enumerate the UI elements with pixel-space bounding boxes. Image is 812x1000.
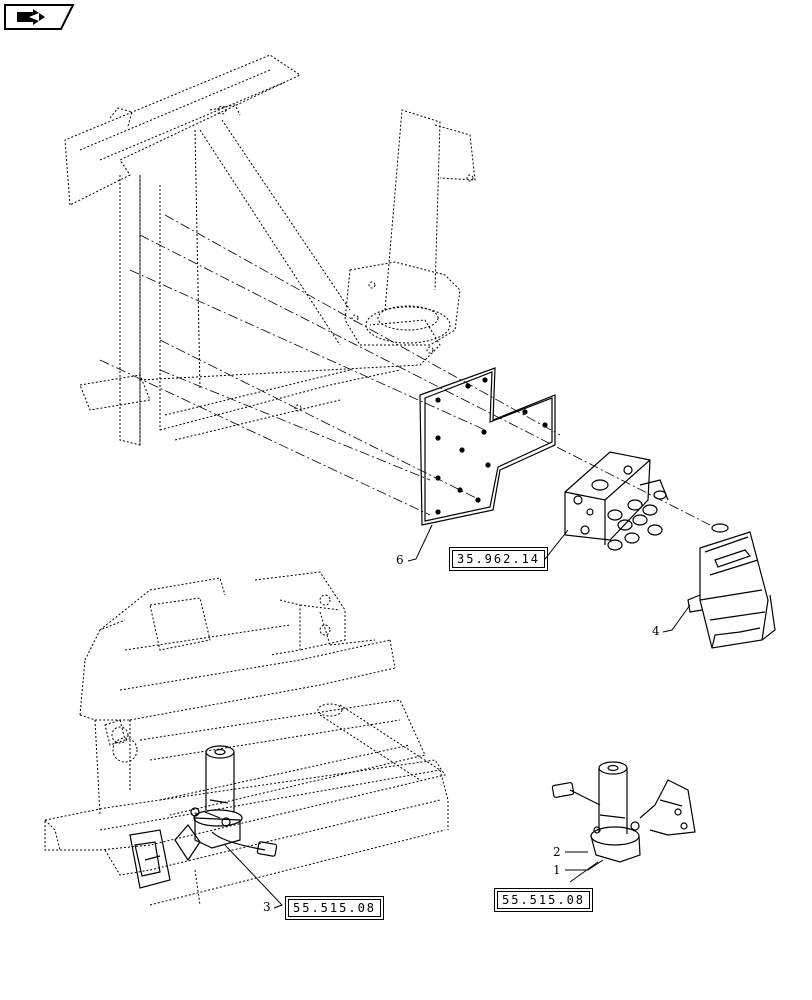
callout-6: 6 xyxy=(396,553,404,567)
forward-page-icon xyxy=(4,4,75,30)
reference-55-515-08-item3[interactable]: 55.515.08 xyxy=(284,896,385,920)
actuator-standalone xyxy=(551,761,696,863)
lower-frame-assembly xyxy=(44,571,449,906)
alignment-lines xyxy=(99,214,711,526)
upper-frame-assembly xyxy=(64,54,476,446)
nav-forward-button[interactable] xyxy=(3,3,75,31)
mounting-plate xyxy=(419,367,556,526)
callout-1: 1 xyxy=(553,863,561,877)
callout-2: 2 xyxy=(553,845,561,859)
callout-4: 4 xyxy=(652,624,660,638)
valve-block xyxy=(564,451,669,551)
reference-35-962-14[interactable]: 35.962.14 xyxy=(448,547,549,571)
controller-module xyxy=(687,523,776,649)
actuator-mounted xyxy=(129,745,278,889)
callout-3: 3 xyxy=(263,900,271,914)
reference-55-515-08-item1[interactable]: 55.515.08 xyxy=(493,888,594,912)
